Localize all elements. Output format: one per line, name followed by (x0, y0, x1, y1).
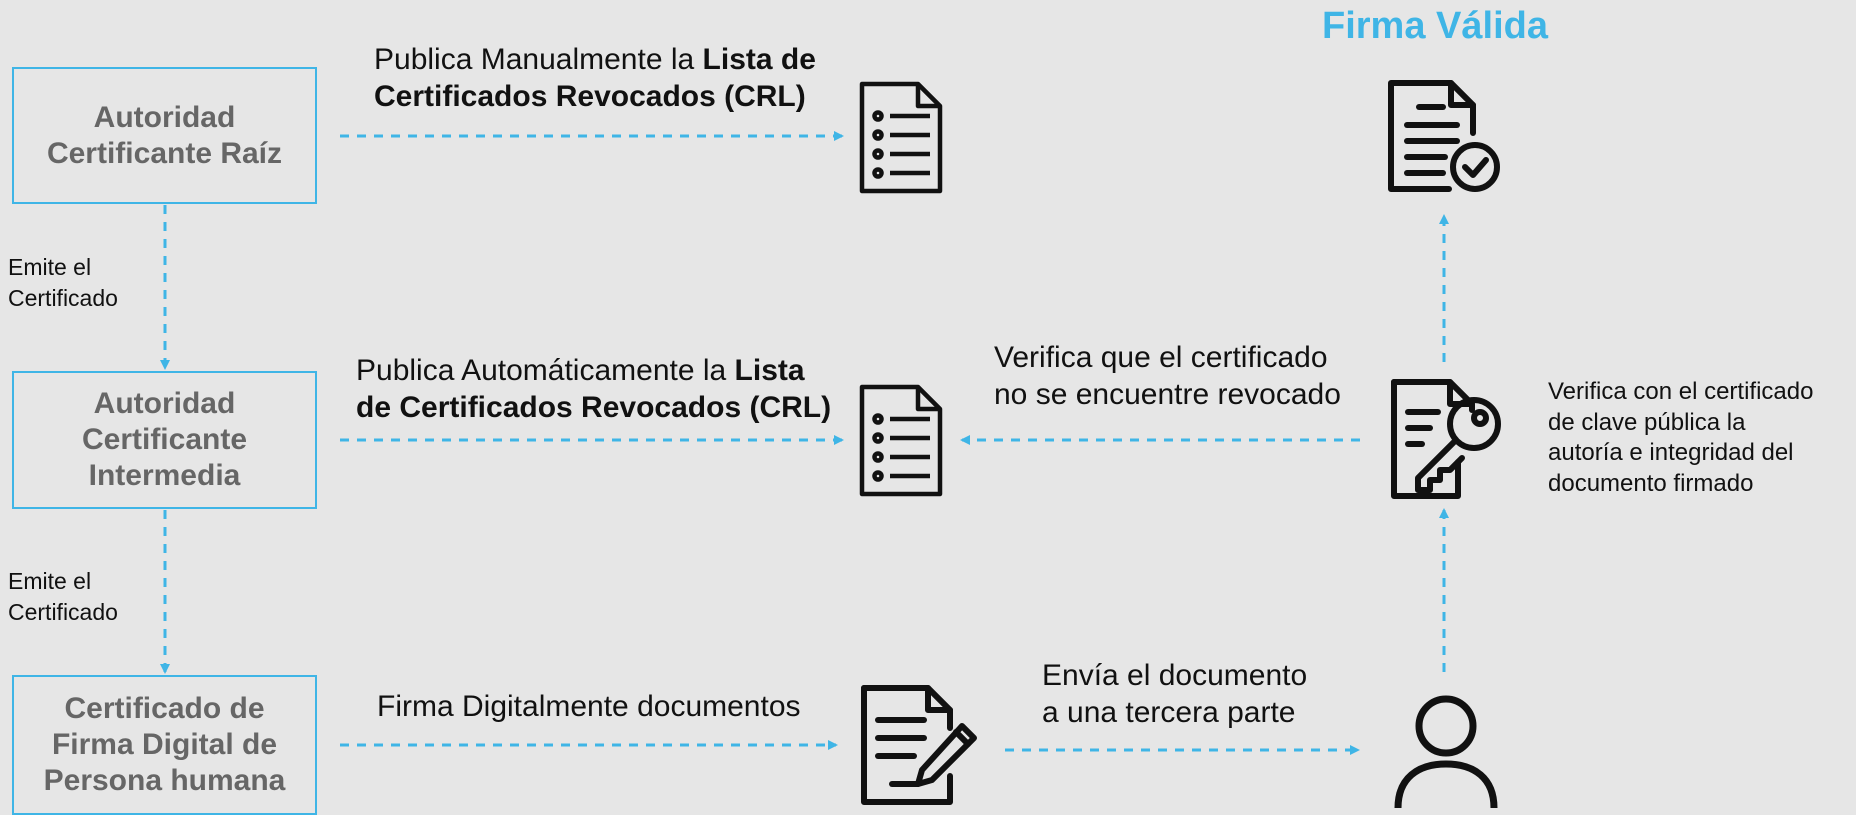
sign-documents-label: Firma Digitalmente documentos (377, 690, 801, 723)
person-certificate-box: Certificado de Firma Digital de Persona … (12, 675, 317, 815)
crl-list-document-icon (858, 383, 944, 498)
verify-key-label: Verifica con el certificado de clave púb… (1548, 378, 1814, 497)
valid-signature-title: Firma Válida (1322, 5, 1548, 47)
intermediate-authority-box: Autoridad Certificante Intermedia (12, 371, 317, 509)
person-icon (1390, 692, 1502, 808)
document-key-icon (1388, 378, 1506, 500)
intermediate-authority-label: Autoridad Certificante Intermedia (81, 387, 248, 492)
person-certificate-label: Certificado de Firma Digital de Persona … (43, 692, 286, 797)
crl-list-document-icon (858, 80, 944, 195)
emit-certificate-label-1: Emite el Certificado (8, 254, 118, 311)
root-authority-label: Autoridad Certificante Raíz (46, 100, 283, 170)
crl-auto-label: Publica Automáticamente la Lista de Cert… (356, 354, 832, 424)
sign-document-pen-icon (858, 684, 982, 808)
verify-revoked-label: Verifica que el certificado no se encuen… (994, 341, 1341, 411)
emit-certificate-label-2: Emite el Certificado (8, 568, 118, 625)
verified-document-check-icon (1385, 77, 1503, 195)
send-document-label: Envía el documento a una tercera parte (1042, 659, 1308, 729)
root-authority-box: Autoridad Certificante Raíz (12, 67, 317, 204)
crl-manual-label: Publica Manualmente la Lista de Certific… (374, 43, 816, 113)
